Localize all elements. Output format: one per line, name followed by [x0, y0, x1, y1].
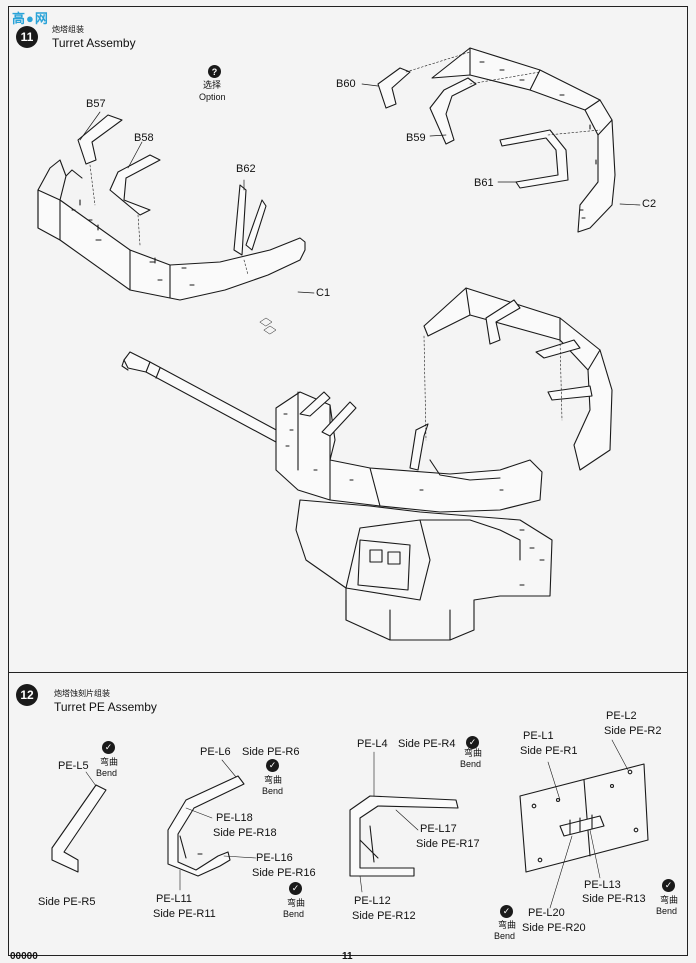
- option-label-cn: 选择: [203, 80, 222, 90]
- option-icon: ?: [208, 65, 221, 78]
- part-pe-l5-drawing: [51, 784, 107, 873]
- label-b60: B60: [336, 78, 356, 90]
- bend-icon: ✓: [500, 905, 513, 918]
- label-side-pe-r6: Side PE-R6: [242, 746, 300, 758]
- step-12-title-cn: 炮塔蚀刻片组装: [54, 689, 110, 698]
- label-side-pe-r20: Side PE-R20: [522, 922, 586, 934]
- shield-c2-drawing: [431, 47, 616, 233]
- page-frame: [8, 6, 688, 956]
- step-11-number: 11: [16, 26, 38, 48]
- step-11-title: Turret Assemby: [52, 36, 136, 50]
- label-c2: C2: [642, 198, 657, 210]
- part-pe-l6-drawing: [167, 775, 245, 877]
- part-b61-drawing: [499, 129, 569, 189]
- bend-label-cn: 弯曲: [100, 757, 119, 767]
- label-pe-l13: PE-L13: [584, 879, 621, 891]
- label-side-pe-r18: Side PE-R18: [213, 827, 277, 839]
- bend-label-cn: 弯曲: [287, 898, 306, 908]
- label-side-pe-r16: Side PE-R16: [252, 867, 316, 879]
- label-side-pe-r13: Side PE-R13: [582, 893, 646, 905]
- label-side-pe-r5: Side PE-R5: [38, 896, 96, 908]
- shield-c1-drawing: [37, 159, 306, 301]
- label-pe-l2: PE-L2: [606, 710, 637, 722]
- label-b57: B57: [86, 98, 106, 110]
- section-divider: [8, 672, 688, 673]
- part-pe-l4-drawing: [349, 795, 459, 877]
- bend-icon: ✓: [662, 879, 675, 892]
- label-b62: B62: [236, 163, 256, 175]
- label-pe-l5: PE-L5: [58, 760, 89, 772]
- bend-label-cn: 弯曲: [498, 920, 517, 930]
- part-b60-drawing: [377, 67, 411, 109]
- bend-label: Bend: [96, 768, 118, 778]
- step-12-number: 12: [16, 684, 38, 706]
- bend-label: Bend: [262, 786, 284, 796]
- option-label: Option: [199, 92, 226, 102]
- bend-label: Bend: [460, 759, 482, 769]
- bend-icon: ✓: [289, 882, 302, 895]
- part-b62-drawing: [233, 184, 267, 256]
- label-pe-l11: PE-L11: [156, 893, 192, 905]
- label-pe-l4: PE-L4: [357, 738, 388, 750]
- label-pe-l20: PE-L20: [528, 907, 565, 919]
- bend-icon: ✓: [102, 741, 115, 754]
- part-pe-l1-drawing: [519, 763, 649, 873]
- label-b61: B61: [474, 177, 494, 189]
- bend-icon: ✓: [466, 736, 479, 749]
- bend-label-cn: 弯曲: [464, 748, 483, 758]
- label-side-pe-r2: Side PE-R2: [604, 725, 662, 737]
- label-side-pe-r1: Side PE-R1: [520, 745, 578, 757]
- label-pe-l6: PE-L6: [200, 746, 231, 758]
- turret-drawing: [121, 287, 613, 641]
- part-b59-drawing: [429, 77, 477, 145]
- step-11-title-cn: 炮塔组装: [52, 25, 84, 34]
- label-pe-l16: PE-L16: [256, 852, 293, 864]
- label-b59: B59: [406, 132, 426, 144]
- watermark-logo: 高●网: [12, 11, 49, 26]
- page-number: 11: [342, 951, 353, 962]
- label-pe-l18: PE-L18: [216, 812, 253, 824]
- bend-label-cn: 弯曲: [264, 775, 283, 785]
- label-c1: C1: [316, 287, 331, 299]
- label-side-pe-r17: Side PE-R17: [416, 838, 480, 850]
- bend-label: Bend: [283, 909, 305, 919]
- step-12-title: Turret PE Assemby: [54, 700, 157, 714]
- bend-label: Bend: [494, 931, 516, 941]
- label-side-pe-r12: Side PE-R12: [352, 910, 416, 922]
- bend-label: Bend: [656, 906, 678, 916]
- bend-label-cn: 弯曲: [660, 895, 679, 905]
- label-side-pe-r11: Side PE-R11: [153, 908, 216, 920]
- part-b58-drawing: [109, 154, 161, 216]
- label-b58: B58: [134, 132, 154, 144]
- label-pe-l1: PE-L1: [523, 730, 554, 742]
- label-pe-l17: PE-L17: [420, 823, 457, 835]
- part-b57-drawing: [77, 114, 123, 165]
- label-pe-l12: PE-L12: [354, 895, 391, 907]
- bend-icon: ✓: [266, 759, 279, 772]
- footer-code: 00000: [10, 951, 38, 962]
- label-side-pe-r4: Side PE-R4: [398, 738, 456, 750]
- small-part-marker: [259, 317, 277, 335]
